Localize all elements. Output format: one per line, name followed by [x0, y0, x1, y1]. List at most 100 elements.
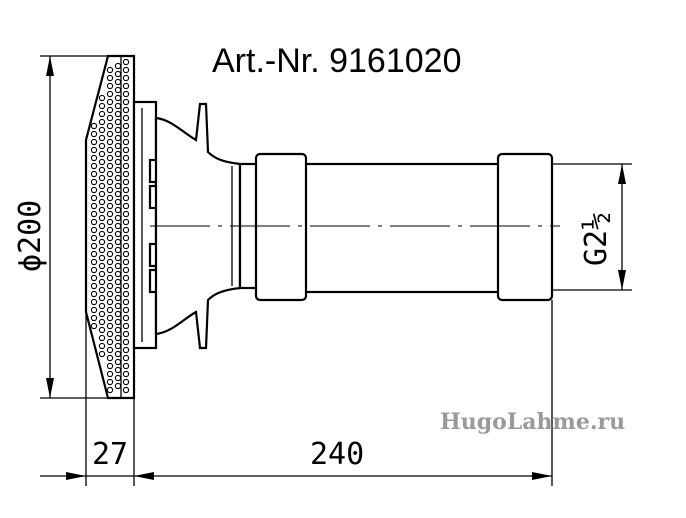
perforation-hole [122, 266, 130, 274]
perforation-hole [90, 194, 98, 202]
perforation-hole [114, 286, 122, 294]
perforation-hole [114, 358, 122, 366]
perforation-hole [90, 314, 98, 322]
perforation-hole [90, 162, 98, 170]
coupling-left [254, 152, 308, 302]
perforation-hole [98, 94, 106, 102]
perforation-hole [98, 222, 106, 230]
perforation-hole [122, 202, 130, 210]
perforation-hole [106, 290, 114, 298]
perforation-hole [114, 246, 122, 254]
perforation-hole [122, 298, 130, 306]
perforation-hole [90, 170, 98, 178]
perforation-hole [122, 290, 130, 298]
diameter-arrow-top [46, 56, 54, 76]
perforation-hole [122, 98, 130, 106]
perforation-hole [114, 86, 122, 94]
perforation-hole [90, 130, 98, 138]
thread-arrow-top [618, 164, 626, 184]
overall-length-label: 240 [310, 437, 364, 472]
perforation-hole [114, 374, 122, 382]
perforation-hole [114, 78, 122, 86]
perforation-hole [114, 230, 122, 238]
perforation-hole [122, 258, 130, 266]
perforation-hole [106, 322, 114, 330]
perforation-hole [106, 186, 114, 194]
perforation-hole [114, 310, 122, 318]
perforation-hole [106, 250, 114, 258]
perforation-hole [106, 146, 114, 154]
perforation-hole [122, 322, 130, 330]
perforation-hole [122, 386, 130, 394]
perforation-hole [90, 218, 98, 226]
perforation-hole [122, 82, 130, 90]
perforation-hole [106, 378, 114, 386]
perforation-hole [122, 330, 130, 338]
perforation-hole [114, 110, 122, 118]
perforation-hole [98, 206, 106, 214]
perforation-hole [90, 306, 98, 314]
perforation-hole [98, 254, 106, 262]
perforation-hole [90, 258, 98, 266]
perforation-hole [122, 346, 130, 354]
diameter-dimension: ϕ200 [13, 55, 108, 399]
perforation-hole [106, 138, 114, 146]
perforation-hole [114, 262, 122, 270]
perforation-hole [98, 166, 106, 174]
perforation-hole [114, 134, 122, 142]
perforation-hole [90, 138, 98, 146]
perforation-hole [106, 386, 114, 394]
perforation-hole [122, 114, 130, 122]
perforation-hole [122, 282, 130, 290]
perforation-hole [114, 350, 122, 358]
perforation-hole [98, 214, 106, 222]
perforation-hole [114, 198, 122, 206]
perforation-hole [106, 266, 114, 274]
rose-perforation-holes [90, 58, 130, 394]
perforation-hole [114, 318, 122, 326]
perforation-hole [98, 310, 106, 318]
perforation-hole [90, 186, 98, 194]
perforation-hole [106, 170, 114, 178]
perforation-hole [106, 106, 114, 114]
perforation-hole [106, 90, 114, 98]
perforation-hole [98, 342, 106, 350]
perforation-hole [106, 194, 114, 202]
perforation-hole [106, 82, 114, 90]
perforation-hole [106, 210, 114, 218]
perforation-hole [106, 114, 114, 122]
perforation-hole [90, 322, 98, 330]
perforation-hole [122, 170, 130, 178]
perforation-hole [98, 230, 106, 238]
perforation-hole [114, 222, 122, 230]
perforation-hole [122, 154, 130, 162]
perforation-hole [98, 270, 106, 278]
perforation-hole [98, 118, 106, 126]
depth-arrow-left [66, 472, 86, 480]
perforation-hole [90, 234, 98, 242]
perforation-hole [114, 158, 122, 166]
perforation-hole [114, 366, 122, 374]
perforation-hole [106, 354, 114, 362]
perforation-hole [98, 238, 106, 246]
perforation-hole [114, 206, 122, 214]
perforation-hole [122, 314, 130, 322]
perforation-hole [90, 242, 98, 250]
perforation-hole [98, 126, 106, 134]
perforation-hole [122, 354, 130, 362]
perforation-hole [114, 142, 122, 150]
perforation-hole [122, 274, 130, 282]
perforation-hole [122, 178, 130, 186]
pipe [302, 162, 502, 294]
perforation-hole [98, 262, 106, 270]
perforation-hole [98, 158, 106, 166]
perforation-hole [106, 66, 114, 74]
perforation-hole [90, 226, 98, 234]
perforation-hole [90, 146, 98, 154]
perforation-hole [98, 182, 106, 190]
perforation-hole [122, 234, 130, 242]
length-dimensions: 27 240 [40, 300, 553, 486]
perforation-hole [90, 266, 98, 274]
thread-label: G2½ [579, 212, 614, 266]
perforation-hole [90, 210, 98, 218]
